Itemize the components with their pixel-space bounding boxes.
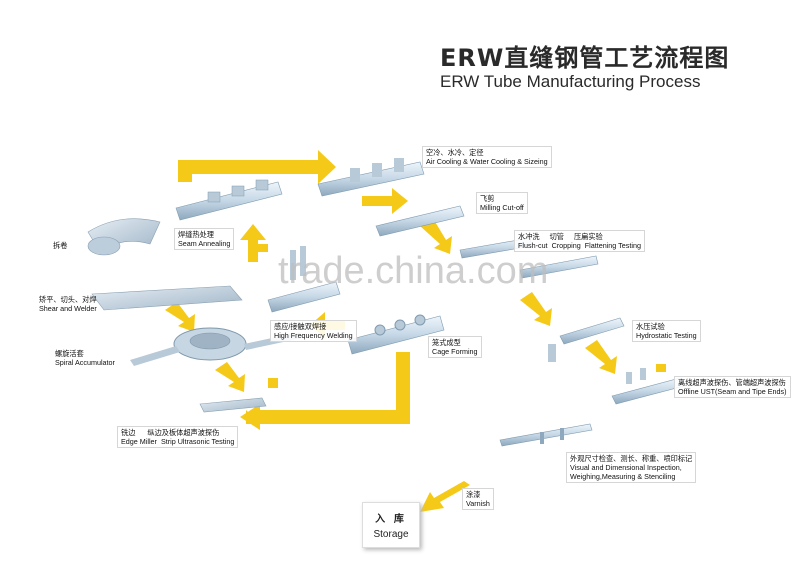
flow-arrow-shear-spiral xyxy=(165,302,195,332)
storage-cn: 入 库 xyxy=(375,514,407,525)
milling-cutoff-pipe xyxy=(375,205,465,237)
flow-arrow-hfw-anneal xyxy=(240,224,266,262)
flow-arrow-cut-flush xyxy=(420,220,452,254)
flow-arrow-flush-hydro xyxy=(520,292,552,326)
label-uncoiling: 拆卷 xyxy=(53,241,68,250)
flow-arrow-top xyxy=(178,150,336,184)
flow-arrow-bottom xyxy=(240,352,410,430)
watermark: trade.china.com xyxy=(278,250,549,292)
storage-box: 入 库 Storage xyxy=(362,502,420,548)
flow-arrow-hydro-ust xyxy=(585,340,617,374)
visual-pipe xyxy=(499,423,593,447)
label-flush-crop-flatten: 水冲洗 切管 压扁实验 Flush-cut Cropping Flattenin… xyxy=(514,230,645,252)
title-en: ERW Tube Manufacturing Process xyxy=(440,72,701,91)
shear-sheet xyxy=(91,285,243,311)
hfw-pipe xyxy=(267,281,341,313)
flow-arrow-varnish-storage xyxy=(420,481,470,512)
edge-mill-strip xyxy=(199,397,267,413)
flow-arrow-spiral-edge xyxy=(215,362,245,392)
flow-arrows xyxy=(165,150,617,512)
flow-arrow-cooling-cut xyxy=(362,188,408,214)
storage-en: Storage xyxy=(373,529,409,540)
hydro-pipe xyxy=(559,317,625,345)
title-cn: ERW直缝钢管工艺流程图 xyxy=(440,44,730,72)
label-edge-milling: 铣边 纵边及板体超声波探伤 Edge Miller Strip Ultrason… xyxy=(117,426,239,448)
